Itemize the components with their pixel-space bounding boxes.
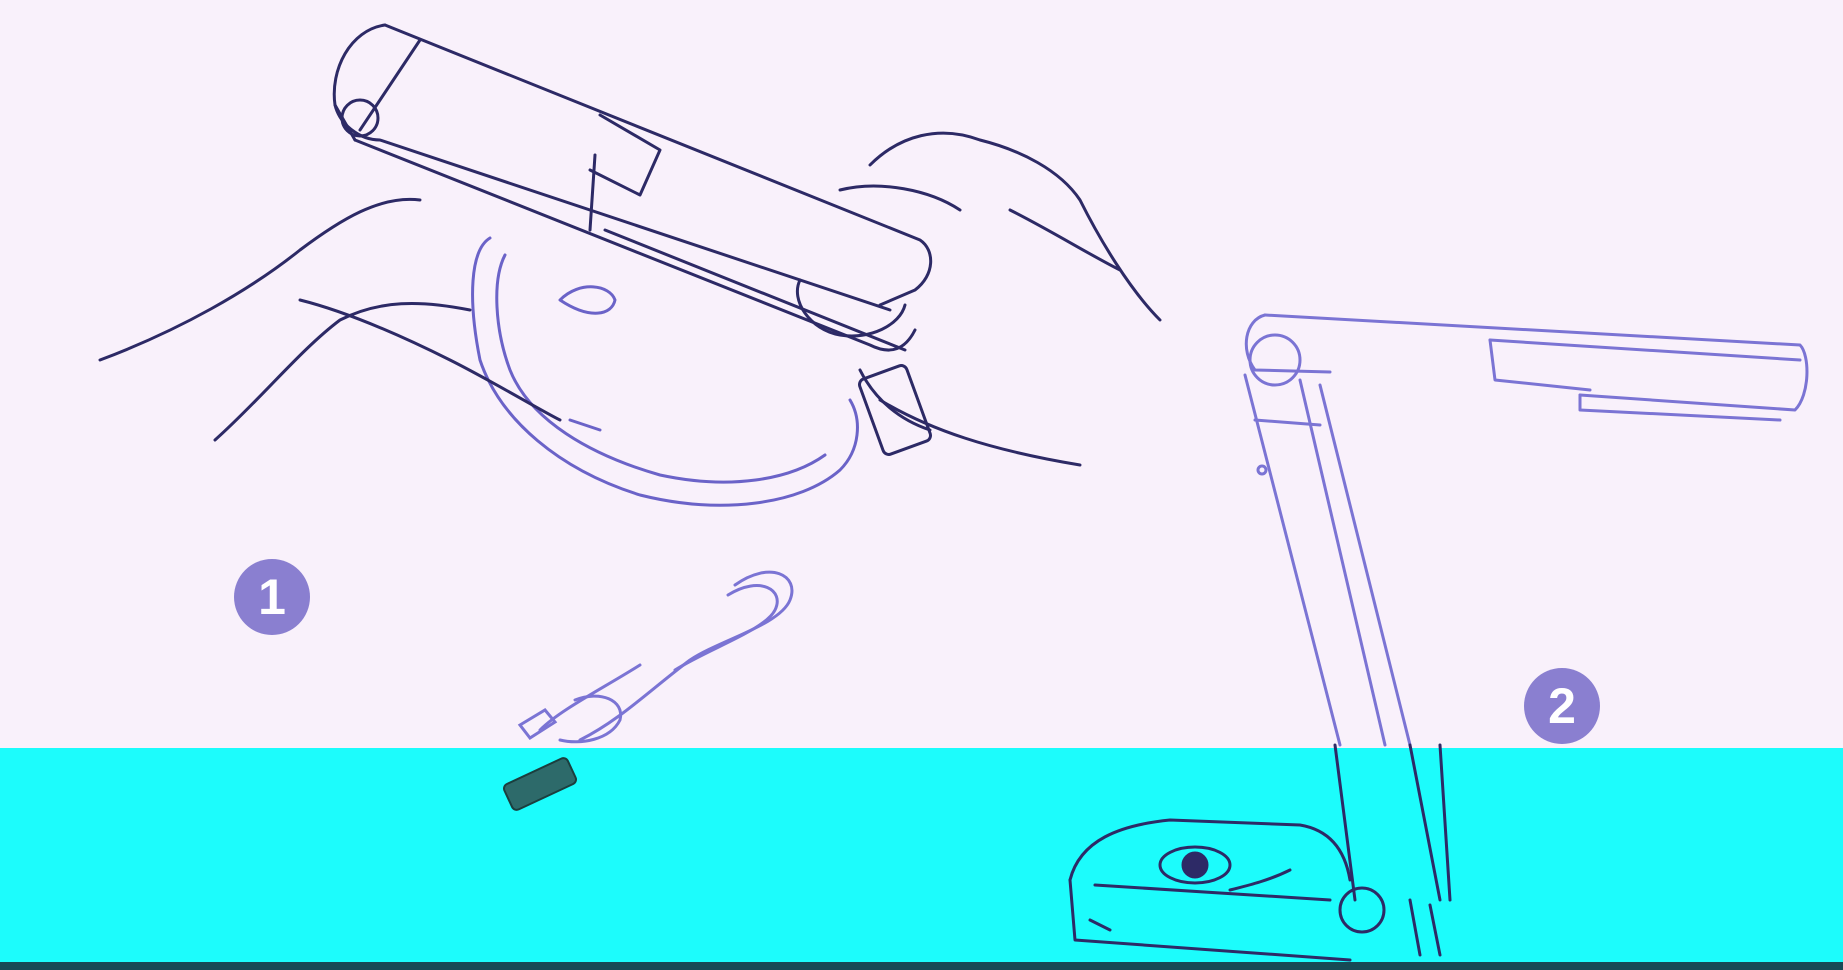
usb-plug-illustration [502, 757, 577, 812]
step2-camera-illustration [1245, 315, 1807, 745]
step1-folding-illustration [100, 25, 1160, 505]
usb-cable-illustration [520, 572, 792, 742]
step-2-badge: 2 [1524, 668, 1600, 744]
step2-camera-base-illustration [1070, 745, 1450, 960]
step-1-badge: 1 [234, 559, 310, 635]
